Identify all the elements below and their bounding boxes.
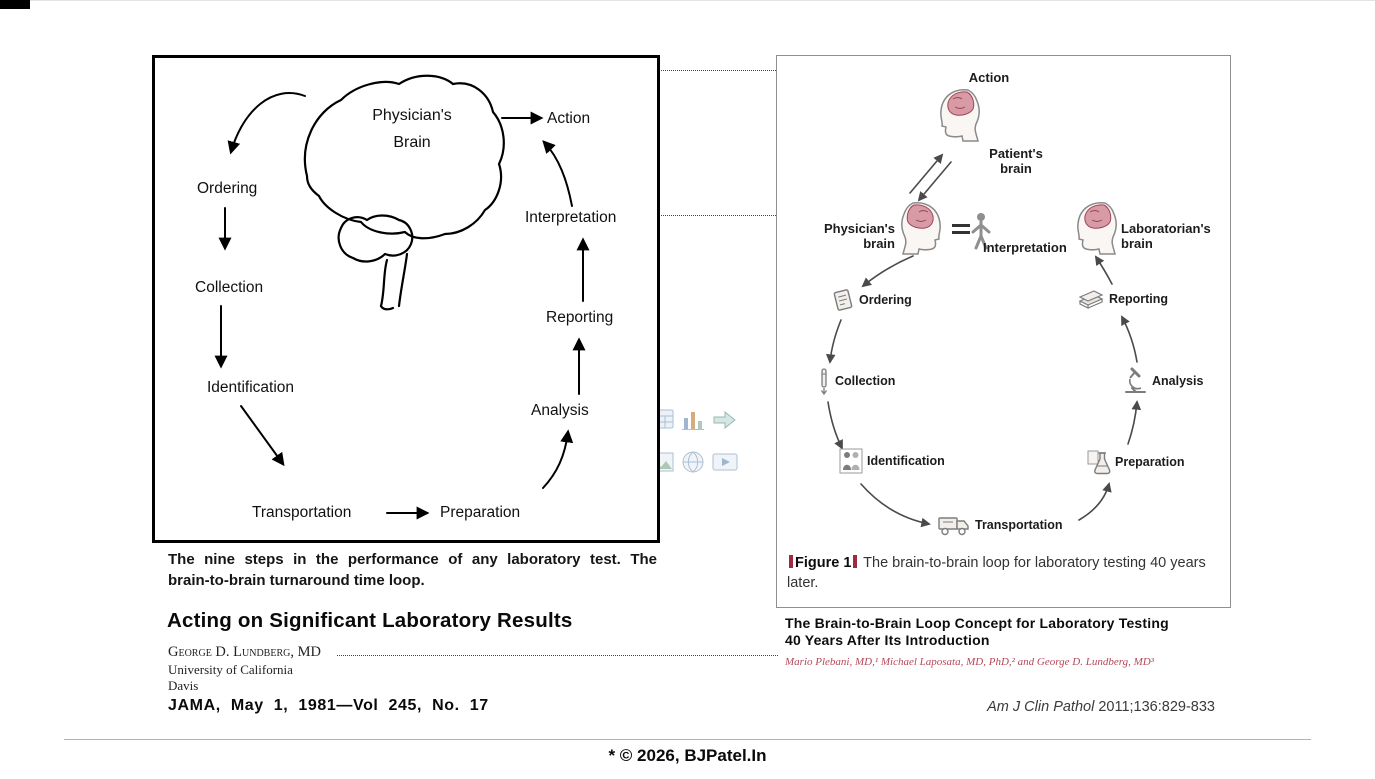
- equals-sign: [952, 224, 970, 234]
- insert-media-icon: [712, 453, 738, 471]
- right-action-label: Action: [968, 70, 1010, 85]
- left-affiliation-line1: University of California: [168, 662, 293, 677]
- preparation-icon: [1087, 450, 1111, 475]
- left-caption-line1: The nine steps in the performance of any…: [168, 551, 657, 568]
- insert-chart-icon: [682, 412, 704, 430]
- content-placeholder-icons: [648, 408, 744, 492]
- top-divider: [0, 0, 1375, 1]
- figure-label: Figure 1: [795, 555, 852, 571]
- figure-bar-right: [853, 555, 858, 568]
- step-ordering: Ordering: [831, 287, 912, 313]
- laboratorian-head-icon: [1077, 202, 1117, 255]
- patient-head-icon: [940, 89, 980, 142]
- right-article-title-line2: 40 Years After Its Introduction: [785, 632, 990, 648]
- left-step-collection: Collection: [195, 279, 264, 296]
- dotted-line-bottom: [337, 655, 778, 656]
- left-step-preparation: Preparation: [440, 504, 521, 521]
- left-author: George D. Lundberg, MD: [168, 644, 321, 660]
- figure-2011-box: Action Patient's brain Physician's brain…: [776, 55, 1231, 608]
- loop-arrows-2011: [825, 153, 1142, 528]
- step-transportation: Transportation: [937, 512, 1063, 538]
- insert-clipart-icon: [682, 451, 704, 473]
- copyright-text: * © 2026, BJPatel.In: [608, 746, 767, 765]
- left-article-title: Acting on Significant Laboratory Results: [167, 609, 573, 632]
- left-step-transportation: Transportation: [252, 504, 352, 521]
- left-step-analysis: Analysis: [531, 402, 589, 419]
- step-reporting: Reporting: [1077, 287, 1168, 311]
- step-analysis: Analysis: [1122, 366, 1203, 396]
- left-step-identification: Identification: [207, 379, 295, 396]
- figure-caption: Figure 1 The brain-to-brain loop for lab…: [787, 553, 1219, 593]
- figure-bar-left: [789, 555, 793, 568]
- left-step-interpretation: Interpretation: [525, 209, 617, 226]
- step-reporting-label: Reporting: [1109, 292, 1169, 306]
- collection-icon: [820, 368, 828, 396]
- left-step-action: Action: [547, 110, 591, 127]
- step-collection: Collection: [817, 366, 895, 396]
- physician-brain-label: Physician's brain: [823, 221, 895, 251]
- figure-caption-text: The brain-to-brain loop for laboratory t…: [787, 555, 1206, 591]
- left-journal-citation: JAMA, May 1, 1981—Vol 245, No. 17: [168, 697, 489, 714]
- step-collection-label: Collection: [835, 374, 896, 388]
- journal-name: Am J Clin Pathol: [987, 699, 1095, 715]
- step-analysis-label: Analysis: [1152, 374, 1204, 388]
- top-left-black-bar: [0, 0, 30, 9]
- step-identification-label: Identification: [867, 454, 945, 468]
- physician-head-icon: [901, 202, 941, 255]
- right-journal-citation: Am J Clin Pathol 2011;136:829-833: [898, 699, 1215, 715]
- right-article-title-line1: The Brain-to-Brain Loop Concept for Labo…: [785, 615, 1169, 631]
- bottom-divider: [64, 739, 1311, 740]
- left-step-reporting: Reporting: [546, 309, 614, 326]
- step-ordering-label: Ordering: [859, 293, 912, 307]
- ordering-icon: [833, 289, 853, 311]
- insert-smartart-icon: [713, 410, 736, 430]
- analysis-icon: [1125, 367, 1146, 393]
- step-preparation: Preparation: [1085, 448, 1184, 476]
- left-step-ordering: Ordering: [197, 180, 258, 197]
- figure-1981-box: Physician's Brain Action Ordering Collec…: [152, 55, 660, 543]
- interpretation-label: Interpretation: [983, 240, 1067, 255]
- interpretation-person-icon: [971, 213, 991, 250]
- brain-outline-drawing: [303, 74, 505, 311]
- left-caption-line2: brain-to-brain turnaround time loop.: [168, 572, 425, 589]
- brain-loop-2011-arrows: [825, 153, 1142, 528]
- left-affiliation-line2: Davis: [168, 678, 199, 693]
- brain-loop-1981-diagram: [214, 74, 590, 520]
- right-authors: Mario Plebani, MD,¹ Michael Laposata, MD…: [785, 656, 1154, 668]
- step-preparation-label: Preparation: [1115, 455, 1185, 469]
- transportation-icon: [938, 517, 969, 536]
- reporting-icon: [1078, 290, 1104, 309]
- step-transportation-label: Transportation: [975, 518, 1063, 532]
- left-brain-label: Physician's Brain: [372, 107, 452, 151]
- identification-icon: [839, 448, 863, 474]
- dotted-line-top: [657, 70, 776, 71]
- journal-ref: 2011;136:829-833: [1094, 699, 1215, 715]
- dotted-line-middle: [657, 215, 776, 216]
- laboratorian-brain-label: Laboratorian's brain: [1121, 221, 1211, 251]
- left-figure-caption: The nine steps in the performance of any…: [168, 549, 657, 591]
- step-identification: Identification: [839, 448, 945, 474]
- loop-arrows-1981: [214, 92, 590, 520]
- patient-brain-label: Patient's brain: [989, 146, 1043, 176]
